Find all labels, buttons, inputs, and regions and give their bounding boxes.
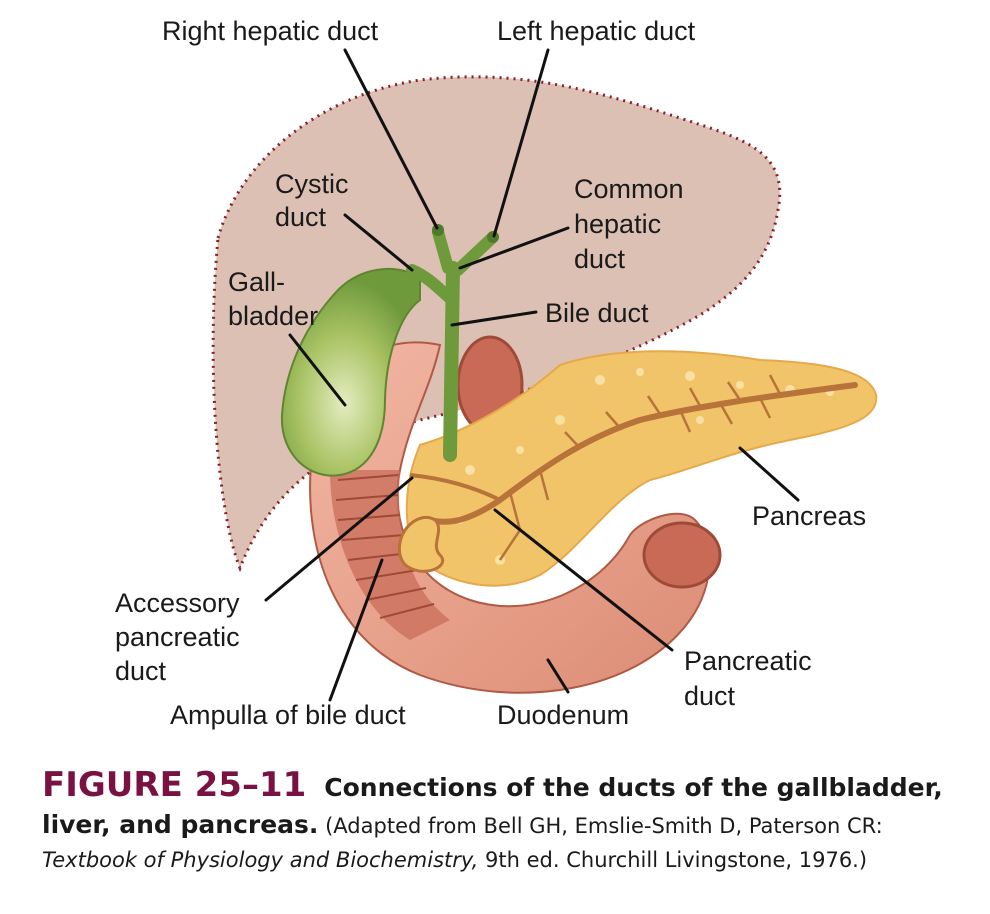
duodenum-folds [335,474,435,619]
label-ampulla-of-bile-duct: Ampulla of bile duct [170,700,406,730]
figure-title: Connections of the ducts of the gallblad… [324,773,943,802]
liver [211,75,782,573]
label-accessory-pancreatic-duct-3: duct [115,656,167,686]
label-common-hepatic-duct-1: Common [574,174,684,204]
label-right-hepatic-duct: Right hepatic duct [162,16,379,46]
bile-ducts [406,226,498,462]
label-accessory-pancreatic-duct-2: pancreatic [115,622,240,652]
label-gallbladder-1: Gall- [228,267,285,297]
pancreas [405,350,878,587]
label-cystic-duct-2: duct [275,202,327,232]
accessory-pancreatic-duct [409,473,501,502]
pancreatic-lobules [456,368,834,565]
label-bile-duct: Bile duct [545,298,649,328]
figure-source: (Adapted from Bell GH, Emslie-Smith D, P… [318,814,883,838]
gallbladder [280,267,421,477]
leader-lines [264,48,800,702]
duodenum-lower-opening [642,521,722,589]
pancreatic-duct-branches [498,374,782,561]
label-accessory-pancreatic-duct-1: Accessory [115,588,240,618]
label-pancreatic-duct-2: duct [684,681,736,711]
label-pancreatic-duct-1: Pancreatic [684,646,812,676]
label-common-hepatic-duct-2: hepatic [574,209,661,239]
figure-source-book: Textbook of Physiology and Biochemistry, [42,848,479,872]
figure-title-continued: liver, and pancreas. [42,810,319,839]
anatomy-diagram: Right hepatic duct Left hepatic duct Cys… [115,16,878,730]
label-pancreas: Pancreas [752,501,866,531]
figure-caption: FIGURE 25–11 Connections of the ducts of … [42,765,972,877]
label-left-hepatic-duct: Left hepatic duct [497,16,696,46]
figure-number: FIGURE 25–11 [42,765,307,805]
label-duodenum: Duodenum [497,700,629,730]
label-gallbladder-2: bladder [228,301,318,331]
pancreatic-duct [427,382,858,525]
ampulla [397,516,444,573]
label-common-hepatic-duct-3: duct [574,244,626,274]
figure-source-edition: 9th ed. Churchill Livingstone, 1976.) [478,848,868,872]
label-cystic-duct-1: Cystic [275,169,349,199]
